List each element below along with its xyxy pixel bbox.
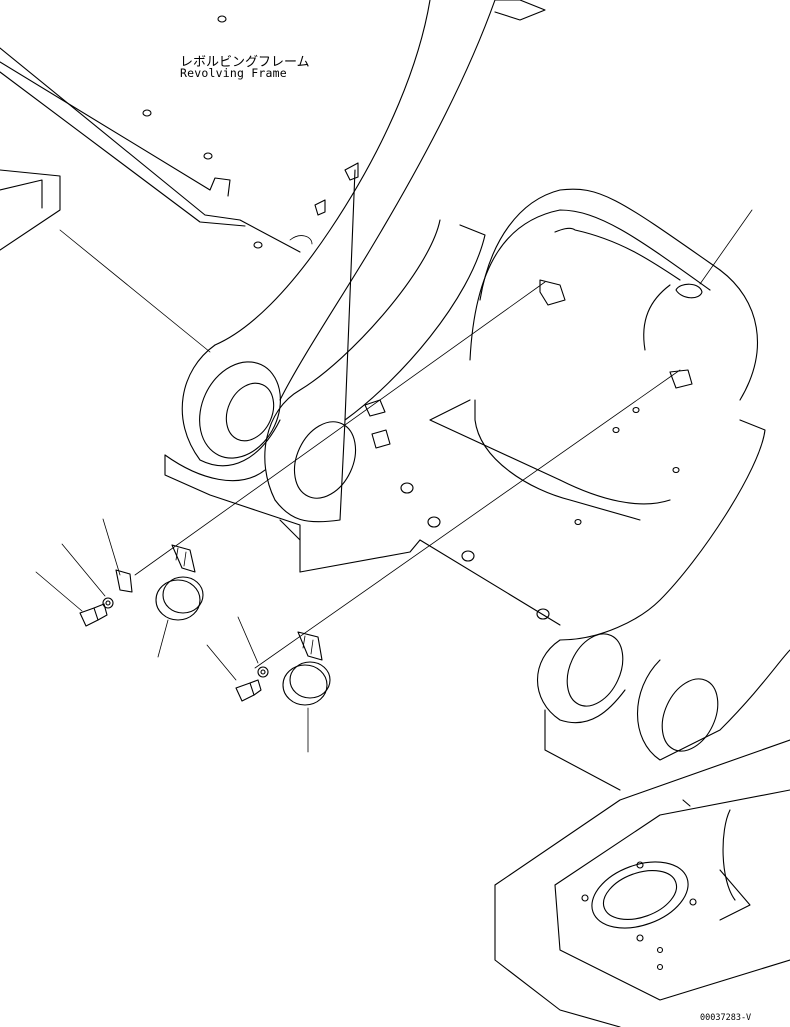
lower-frame-section bbox=[494, 739, 790, 1027]
frame-top-plate bbox=[0, 47, 359, 253]
right-lower-bracket bbox=[419, 419, 790, 791]
part-name-jp: レボルビングフレーム bbox=[180, 55, 310, 70]
leader-lines bbox=[35, 209, 753, 753]
mounting-holes bbox=[142, 15, 680, 620]
horn-1 bbox=[155, 544, 204, 621]
horn-1-washer bbox=[102, 597, 114, 609]
left-boom-bracket bbox=[164, 0, 546, 573]
horn-2-washer bbox=[257, 666, 269, 678]
horn-1-bolt bbox=[79, 603, 108, 627]
horn-2 bbox=[282, 631, 331, 706]
drawing-number: 00037283-V bbox=[700, 1013, 752, 1023]
horn-1-bracket bbox=[115, 569, 133, 593]
center-boom-bracket bbox=[264, 169, 486, 541]
horn-2-bolt bbox=[235, 679, 262, 702]
part-name-en: Revolving Frame bbox=[180, 66, 287, 80]
wire-connectors bbox=[364, 279, 703, 449]
right-boom-mount bbox=[429, 188, 758, 521]
